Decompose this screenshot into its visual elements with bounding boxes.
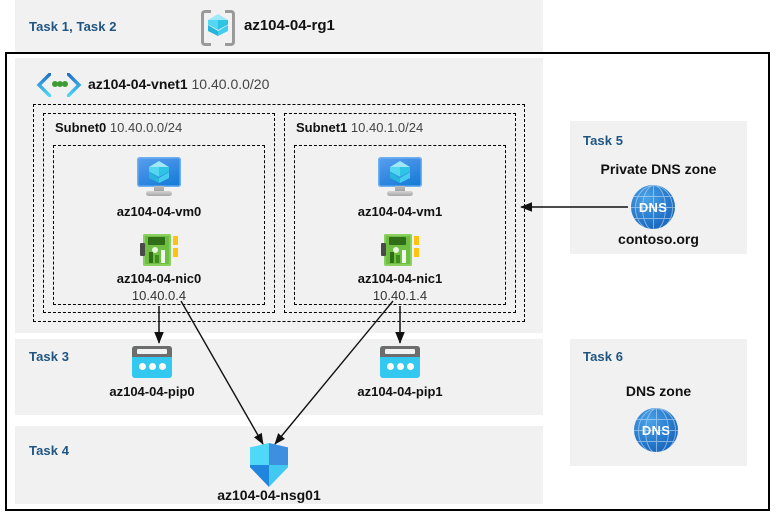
vm0-label: az104-04-vm0 [116,204,202,219]
subnet0-resources-box [53,145,265,305]
dns-zone-icon: DNS [631,185,675,229]
vnet-panel [15,58,543,333]
network-interface-icon [381,234,419,266]
virtual-network-icon [36,70,82,100]
subnet0-header: Subnet0 10.40.0.0/24 [55,120,182,135]
subnet0-name: Subnet0 [55,120,107,135]
vnet-address-space: 10.40.0.0/20 [191,76,270,92]
subnet0-prefix: 10.40.0.0/24 [109,120,183,135]
network-interface-icon [140,234,178,266]
subnet1-resources-box [294,145,506,305]
dns-zone-icon: DNS [634,408,678,452]
nic0-label: az104-04-nic0 [116,271,202,286]
nic1-ip: 10.40.1.4 [372,288,428,303]
nic0-ip: 10.40.0.4 [131,288,187,303]
dns-icon-text: DNS [641,422,671,438]
pip1-label: az104-04-pip1 [357,384,443,399]
public-ip-address-icon [132,346,172,378]
task-label-5: Task 5 [583,133,624,148]
nsg-label: az104-04-nsg01 [217,487,321,503]
task-label-4: Task 4 [29,443,70,458]
virtual-machine-icon [137,157,181,197]
resource-group-panel [15,0,543,52]
task-label-6: Task 6 [583,349,624,364]
network-security-group-icon [250,443,288,487]
resource-group-icon [201,8,235,46]
vnet-name: az104-04-vnet1 [88,76,188,92]
virtual-machine-icon [378,157,422,197]
private-dns-zone-heading: Private DNS zone [600,161,717,177]
task-label-3: Task 3 [29,349,70,364]
task3-panel [15,339,543,415]
vnet-header: az104-04-vnet1 10.40.0.0/20 [88,76,269,92]
dns-icon-text: DNS [638,199,668,215]
subnet1-name: Subnet1 [296,120,348,135]
pip0-label: az104-04-pip0 [109,384,195,399]
resource-group-name: az104-04-rg1 [244,17,335,34]
subnet1-prefix: 10.40.1.0/24 [350,120,424,135]
resource-group-name-text: az104-04-rg1 [244,17,335,34]
vm1-label: az104-04-vm1 [357,204,443,219]
dns-zone-heading: DNS zone [625,383,692,399]
nic1-label: az104-04-nic1 [357,271,443,286]
subnet1-header: Subnet1 10.40.1.0/24 [296,120,423,135]
task-label-1-2: Task 1, Task 2 [29,19,117,34]
public-ip-address-icon [380,346,420,378]
private-dns-zone-name: contoso.org [618,231,699,247]
